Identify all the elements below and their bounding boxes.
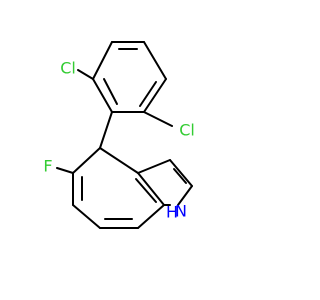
fluorine-label: F bbox=[43, 157, 52, 176]
bond-indole-c3a-c4 bbox=[137, 172, 165, 206]
bond-ring-cl-right bbox=[143, 111, 173, 127]
molecule-canvas: Cl Cl F H N bbox=[43, 41, 195, 229]
nitrogen-n-label: N bbox=[175, 202, 187, 221]
bond-indole-c6-c7 bbox=[72, 204, 101, 229]
bond-aryl-indole bbox=[99, 111, 113, 149]
bond-pyrrole-double bbox=[173, 168, 187, 184]
bond-indole-c7a-c3a bbox=[137, 204, 165, 229]
bond-indole-c4-c4a bbox=[99, 147, 139, 174]
nitrogen-h-label: H bbox=[166, 203, 178, 222]
bond-pyrrole-c3-c2 bbox=[169, 159, 193, 187]
chlorine-top-label: Cl bbox=[60, 59, 76, 78]
bond-c3-c4 bbox=[143, 78, 167, 113]
bond-indole-c4-c5 bbox=[72, 147, 101, 174]
bond-c1-c2 bbox=[92, 78, 113, 113]
indole-aromatic-right bbox=[135, 178, 157, 203]
bond-c4-c5 bbox=[143, 41, 167, 80]
bond-pyrrole-c2-n bbox=[177, 185, 193, 206]
bond-ring-cl-top bbox=[77, 69, 94, 80]
aromatic-bond-right bbox=[139, 81, 157, 107]
bond-pyrrole-c3a-c3 bbox=[137, 159, 171, 174]
molecule-structure: Cl Cl F H N bbox=[43, 41, 195, 229]
bond-c6-c1 bbox=[92, 41, 113, 80]
bond-fluorine bbox=[56, 167, 74, 174]
aromatic-bond-left bbox=[103, 78, 118, 105]
chlorine-right-label: Cl bbox=[179, 121, 195, 140]
